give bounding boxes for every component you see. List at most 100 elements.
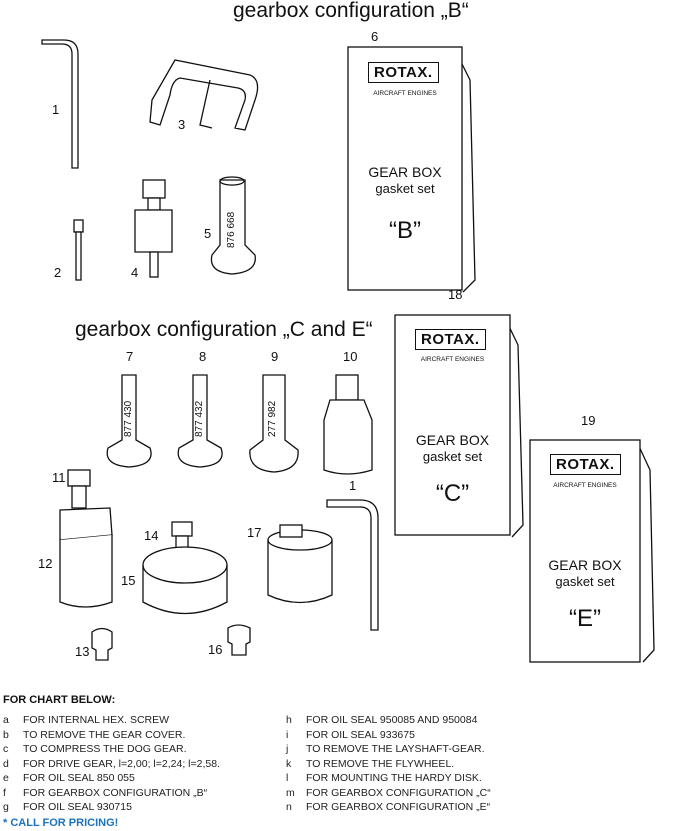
legend-key: l: [286, 772, 289, 784]
hose-clamp-drawing: [267, 524, 333, 604]
booklet-subtitle: AIRCRAFT ENGINES: [420, 356, 485, 363]
part-label-1: 1: [52, 102, 60, 117]
legend-item: f FOR GEARBOX CONFIGURATION „B“: [3, 786, 220, 801]
booklet-6: ROTAX. AIRCRAFT ENGINES GEAR BOX gasket …: [348, 47, 462, 290]
legend-key: a: [3, 714, 9, 726]
legend-text: FOR OIL SEAL 850 055: [23, 772, 135, 784]
booklet-line2: gasket set: [555, 574, 615, 589]
legend-text: TO REMOVE THE GEAR COVER.: [23, 728, 186, 741]
plug-13-drawing: [91, 627, 113, 661]
legend-text: FOR OIL SEAL 930715: [23, 801, 132, 813]
legend-key: f: [3, 786, 6, 799]
booklet-line1: GEAR BOX: [548, 557, 622, 573]
booklet-18-drawing: [394, 314, 524, 538]
legend-text: FOR OIL SEAL 950085 AND 950084: [306, 714, 478, 726]
booklet-subtitle: AIRCRAFT ENGINES: [373, 90, 437, 97]
seal-pin-8-drawing: [177, 374, 223, 468]
legend-text: FOR INTERNAL HEX. SCREW: [23, 714, 170, 726]
booklet-19-drawing: [529, 439, 655, 663]
legend-key: h: [286, 714, 292, 726]
legend-item: a FOR INTERNAL HEX. SCREW: [3, 713, 220, 728]
part-label-16: 16: [208, 642, 223, 657]
part-label-6: 6: [371, 29, 379, 44]
screw-drawing: [73, 219, 84, 281]
legend-text: TO REMOVE THE LAYSHAFT-GEAR.: [306, 743, 485, 755]
legend-item: k TO REMOVE THE FLYWHEEL.: [286, 757, 491, 772]
part-label-12: 12: [38, 556, 53, 571]
tool-marking-8: 877 432: [194, 400, 205, 437]
legend-text: FOR GEARBOX CONFIGURATION „C“: [306, 786, 491, 799]
legend-key: k: [286, 757, 292, 770]
call-for-pricing: * CALL FOR PRICING!: [3, 817, 119, 829]
legend-key: i: [286, 728, 289, 741]
legend-key: m: [286, 786, 295, 799]
part-label-17: 17: [247, 525, 262, 540]
seal-pin-9-drawing: [249, 374, 299, 473]
legend-right: h FOR OIL SEAL 950085 AND 950084 i FOR OIL…: [286, 713, 491, 815]
title-config-ce: gearbox configuration „C and E“: [75, 318, 373, 341]
title-config-b: gearbox configuration „B“: [233, 0, 469, 22]
booklet-6-drawing: [347, 46, 476, 293]
legend-text: FOR OIL SEAL 933675: [306, 728, 415, 741]
part-label-5: 5: [204, 226, 212, 241]
part-label-10: 10: [343, 349, 358, 364]
part-label-1b: 1: [349, 478, 357, 493]
legend-text: FOR MOUNTING THE HARDY DISK.: [306, 772, 482, 784]
legend-key: n: [286, 801, 292, 813]
rotax-logo: ROTAX.: [550, 454, 621, 475]
booklet-18: ROTAX. AIRCRAFT ENGINES GEAR BOX gasket …: [395, 315, 510, 535]
legend-key: d: [3, 757, 9, 770]
part-label-18: 18: [448, 287, 463, 302]
legend-item: d FOR DRIVE GEAR, l=2,00; l=2,24; l=2,58.: [3, 757, 220, 772]
part-label-11: 11: [52, 470, 66, 485]
part-label-15: 15: [121, 573, 136, 588]
rotax-logo: ROTAX.: [368, 62, 439, 83]
part-label-13: 13: [75, 644, 90, 659]
booklet-line1: GEAR BOX: [415, 432, 490, 448]
hex-key-2-drawing: [326, 499, 379, 631]
tool-marking-5: 876 668: [226, 211, 237, 248]
tool-marking-7: 877 430: [123, 400, 134, 437]
part-label-8: 8: [199, 349, 207, 364]
rotax-logo: ROTAX.: [415, 329, 486, 350]
flywheel-tool-drawing: [142, 521, 228, 615]
legend-item: i FOR OIL SEAL 933675: [286, 728, 491, 743]
compressor-tool-drawing: [134, 179, 173, 278]
booklet-config: “E”: [569, 605, 601, 632]
legend-key: g: [3, 801, 9, 813]
part-label-4: 4: [131, 265, 139, 280]
hex-key-drawing: [41, 39, 79, 169]
legend-header: FOR CHART BELOW:: [3, 694, 116, 706]
legend-item: m FOR GEARBOX CONFIGURATION „C“: [286, 786, 491, 801]
legend-key: e: [3, 772, 9, 784]
booklet-line1: GEAR BOX: [368, 164, 442, 180]
booklet-config: “B”: [389, 217, 421, 244]
legend-text: FOR GEARBOX CONFIGURATION „B“: [23, 786, 208, 799]
legend-item: g FOR OIL SEAL 930715: [3, 800, 220, 815]
booklet-subtitle: AIRCRAFT ENGINES: [553, 482, 617, 489]
legend-item: l FOR MOUNTING THE HARDY DISK.: [286, 771, 491, 786]
sleeve-tool-10-drawing: [323, 374, 373, 475]
puller-tool-drawing: [59, 469, 113, 608]
part-label-7: 7: [126, 349, 134, 364]
seal-pin-7-drawing: [106, 374, 152, 468]
legend-text: FOR DRIVE GEAR, l=2,00; l=2,24; l=2,58.: [23, 757, 220, 770]
plug-16-drawing: [227, 624, 251, 656]
legend-text: FOR GEARBOX CONFIGURATION „E“: [306, 801, 491, 813]
booklet-config: “C”: [435, 480, 470, 507]
legend-key: j: [286, 743, 289, 755]
legend-key: c: [3, 743, 9, 755]
booklet-line2: gasket set: [422, 449, 483, 464]
cover-tool-drawing: [149, 59, 259, 131]
legend-item: j TO REMOVE THE LAYSHAFT-GEAR.: [286, 742, 491, 757]
tool-marking-9: 277 982: [267, 400, 278, 437]
legend-text: TO REMOVE THE FLYWHEEL.: [306, 757, 455, 770]
booklet-line2: gasket set: [375, 181, 435, 196]
part-label-19: 19: [581, 413, 596, 428]
legend-text: TO COMPRESS THE DOG GEAR.: [23, 743, 187, 755]
part-label-14: 14: [144, 528, 159, 543]
